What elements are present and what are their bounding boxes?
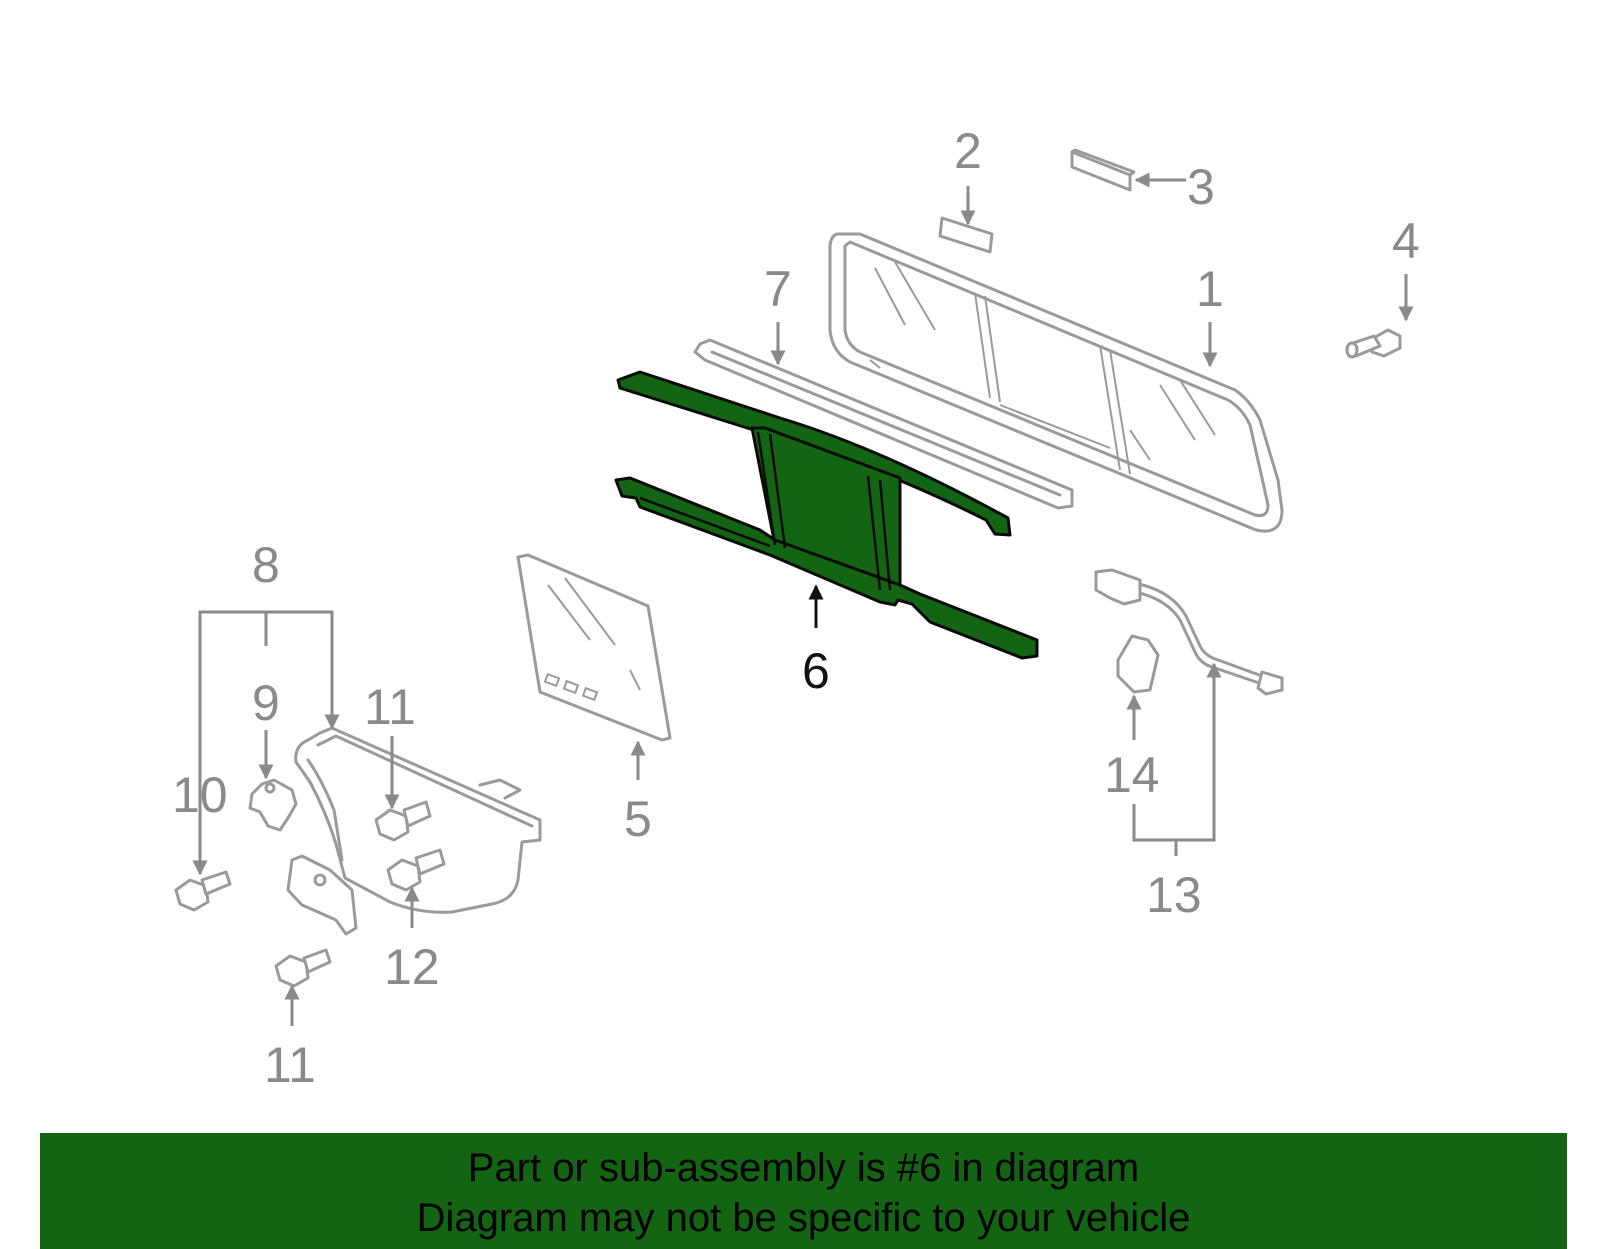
callout-5: 5 xyxy=(624,791,652,847)
callout-7: 7 xyxy=(764,261,792,317)
part-4-bolt xyxy=(1345,328,1402,359)
callout-4: 4 xyxy=(1392,213,1420,269)
part-6-window-frame xyxy=(614,370,1039,660)
bolt-11-upper xyxy=(374,800,432,842)
bolt-11-lower xyxy=(274,948,332,988)
part-2-label-plate xyxy=(938,216,994,254)
part-5-glass-panel xyxy=(516,553,672,742)
part-7-weatherstrip xyxy=(693,338,1074,510)
callout-9: 9 xyxy=(252,675,280,731)
part-9-clip xyxy=(248,778,298,832)
part-8-cover-bracket xyxy=(286,726,542,936)
callout-1: 1 xyxy=(1196,261,1224,317)
callout-labels: 2 3 4 1 7 6 5 8 9 10 11 12 11 14 13 xyxy=(172,123,1420,1093)
callout-12: 12 xyxy=(384,939,440,995)
callout-3: 3 xyxy=(1187,159,1215,215)
callout-8: 8 xyxy=(252,537,280,593)
info-banner: Part or sub-assembly is #6 in diagram Di… xyxy=(40,1133,1567,1249)
callout-2: 2 xyxy=(954,123,982,179)
callout-14: 14 xyxy=(1104,747,1160,803)
callout-13: 13 xyxy=(1146,867,1202,923)
callout-10: 10 xyxy=(172,767,228,823)
banner-line-1: Part or sub-assembly is #6 in diagram xyxy=(467,1146,1140,1190)
part-14-connector xyxy=(1116,634,1160,694)
leader-lines xyxy=(192,172,1414,1026)
banner-line-2: Diagram may not be specific to your vehi… xyxy=(416,1196,1191,1240)
rear-window-assembly xyxy=(828,232,1284,533)
callout-6: 6 xyxy=(802,643,830,699)
part-3-plate xyxy=(1070,148,1136,192)
bolt-10 xyxy=(174,870,232,912)
callout-11-upper: 11 xyxy=(364,679,416,735)
callout-11-lower: 11 xyxy=(264,1037,316,1093)
bolt-12 xyxy=(386,848,446,892)
